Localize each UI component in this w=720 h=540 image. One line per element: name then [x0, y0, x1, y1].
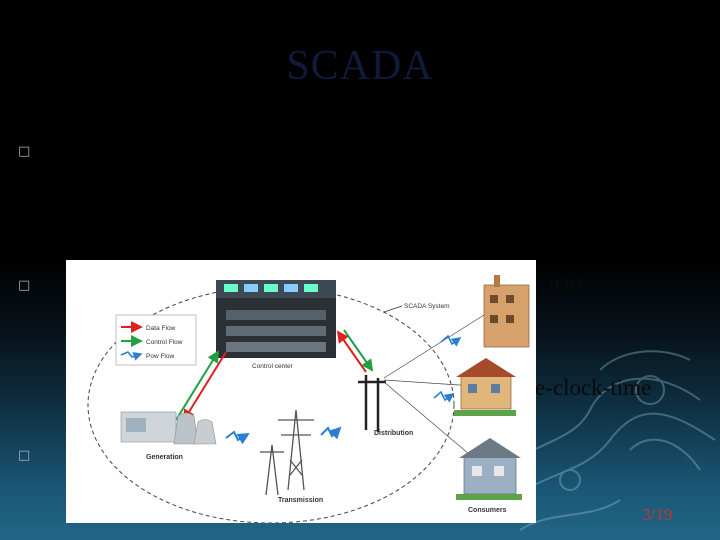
legend-power-flow: Pow Flow [146, 353, 174, 360]
power-flow-bolt [225, 430, 250, 445]
page-number: 3/19 [642, 505, 673, 524]
legend-control-flow: Control Flow [146, 339, 183, 346]
slide-title: SCADA [286, 43, 434, 89]
legend-data-flow: Data Flow [146, 325, 176, 332]
label-control-center: Control center [252, 363, 294, 370]
text-fragment: e-clock-time [535, 375, 652, 400]
factory-building-image [483, 275, 530, 348]
power-flow-bolt [320, 426, 342, 440]
bullet-marker: □ [18, 448, 31, 463]
data-flow-arrow [336, 330, 367, 373]
label-scada-system: SCADA System [404, 303, 450, 310]
scada-diagram: Data Flow Control Flow Pow Flow Control … [66, 260, 536, 524]
control-center-image [216, 280, 336, 358]
label-transmission: Transmission [278, 497, 323, 504]
bullet-marker: □ [18, 144, 31, 159]
house-building-image [454, 358, 516, 416]
control-flow-arrow [343, 329, 374, 372]
power-flow-bolt [433, 390, 455, 403]
control-flow-arrow [175, 350, 220, 421]
label-distribution: Distribution [374, 430, 413, 437]
power-flow-bolt [440, 334, 462, 347]
generation-plant-image [120, 411, 217, 445]
legend: Data Flow Control Flow Pow Flow [115, 314, 197, 366]
transmission-tower-image [260, 409, 314, 496]
label-consumers: Consumers [468, 507, 507, 514]
home-building-image [456, 438, 522, 500]
label-generation: Generation [146, 454, 183, 461]
distribution-pole-image [358, 375, 386, 432]
text-fragment: part [548, 270, 584, 295]
bullet-marker: □ [18, 278, 31, 293]
